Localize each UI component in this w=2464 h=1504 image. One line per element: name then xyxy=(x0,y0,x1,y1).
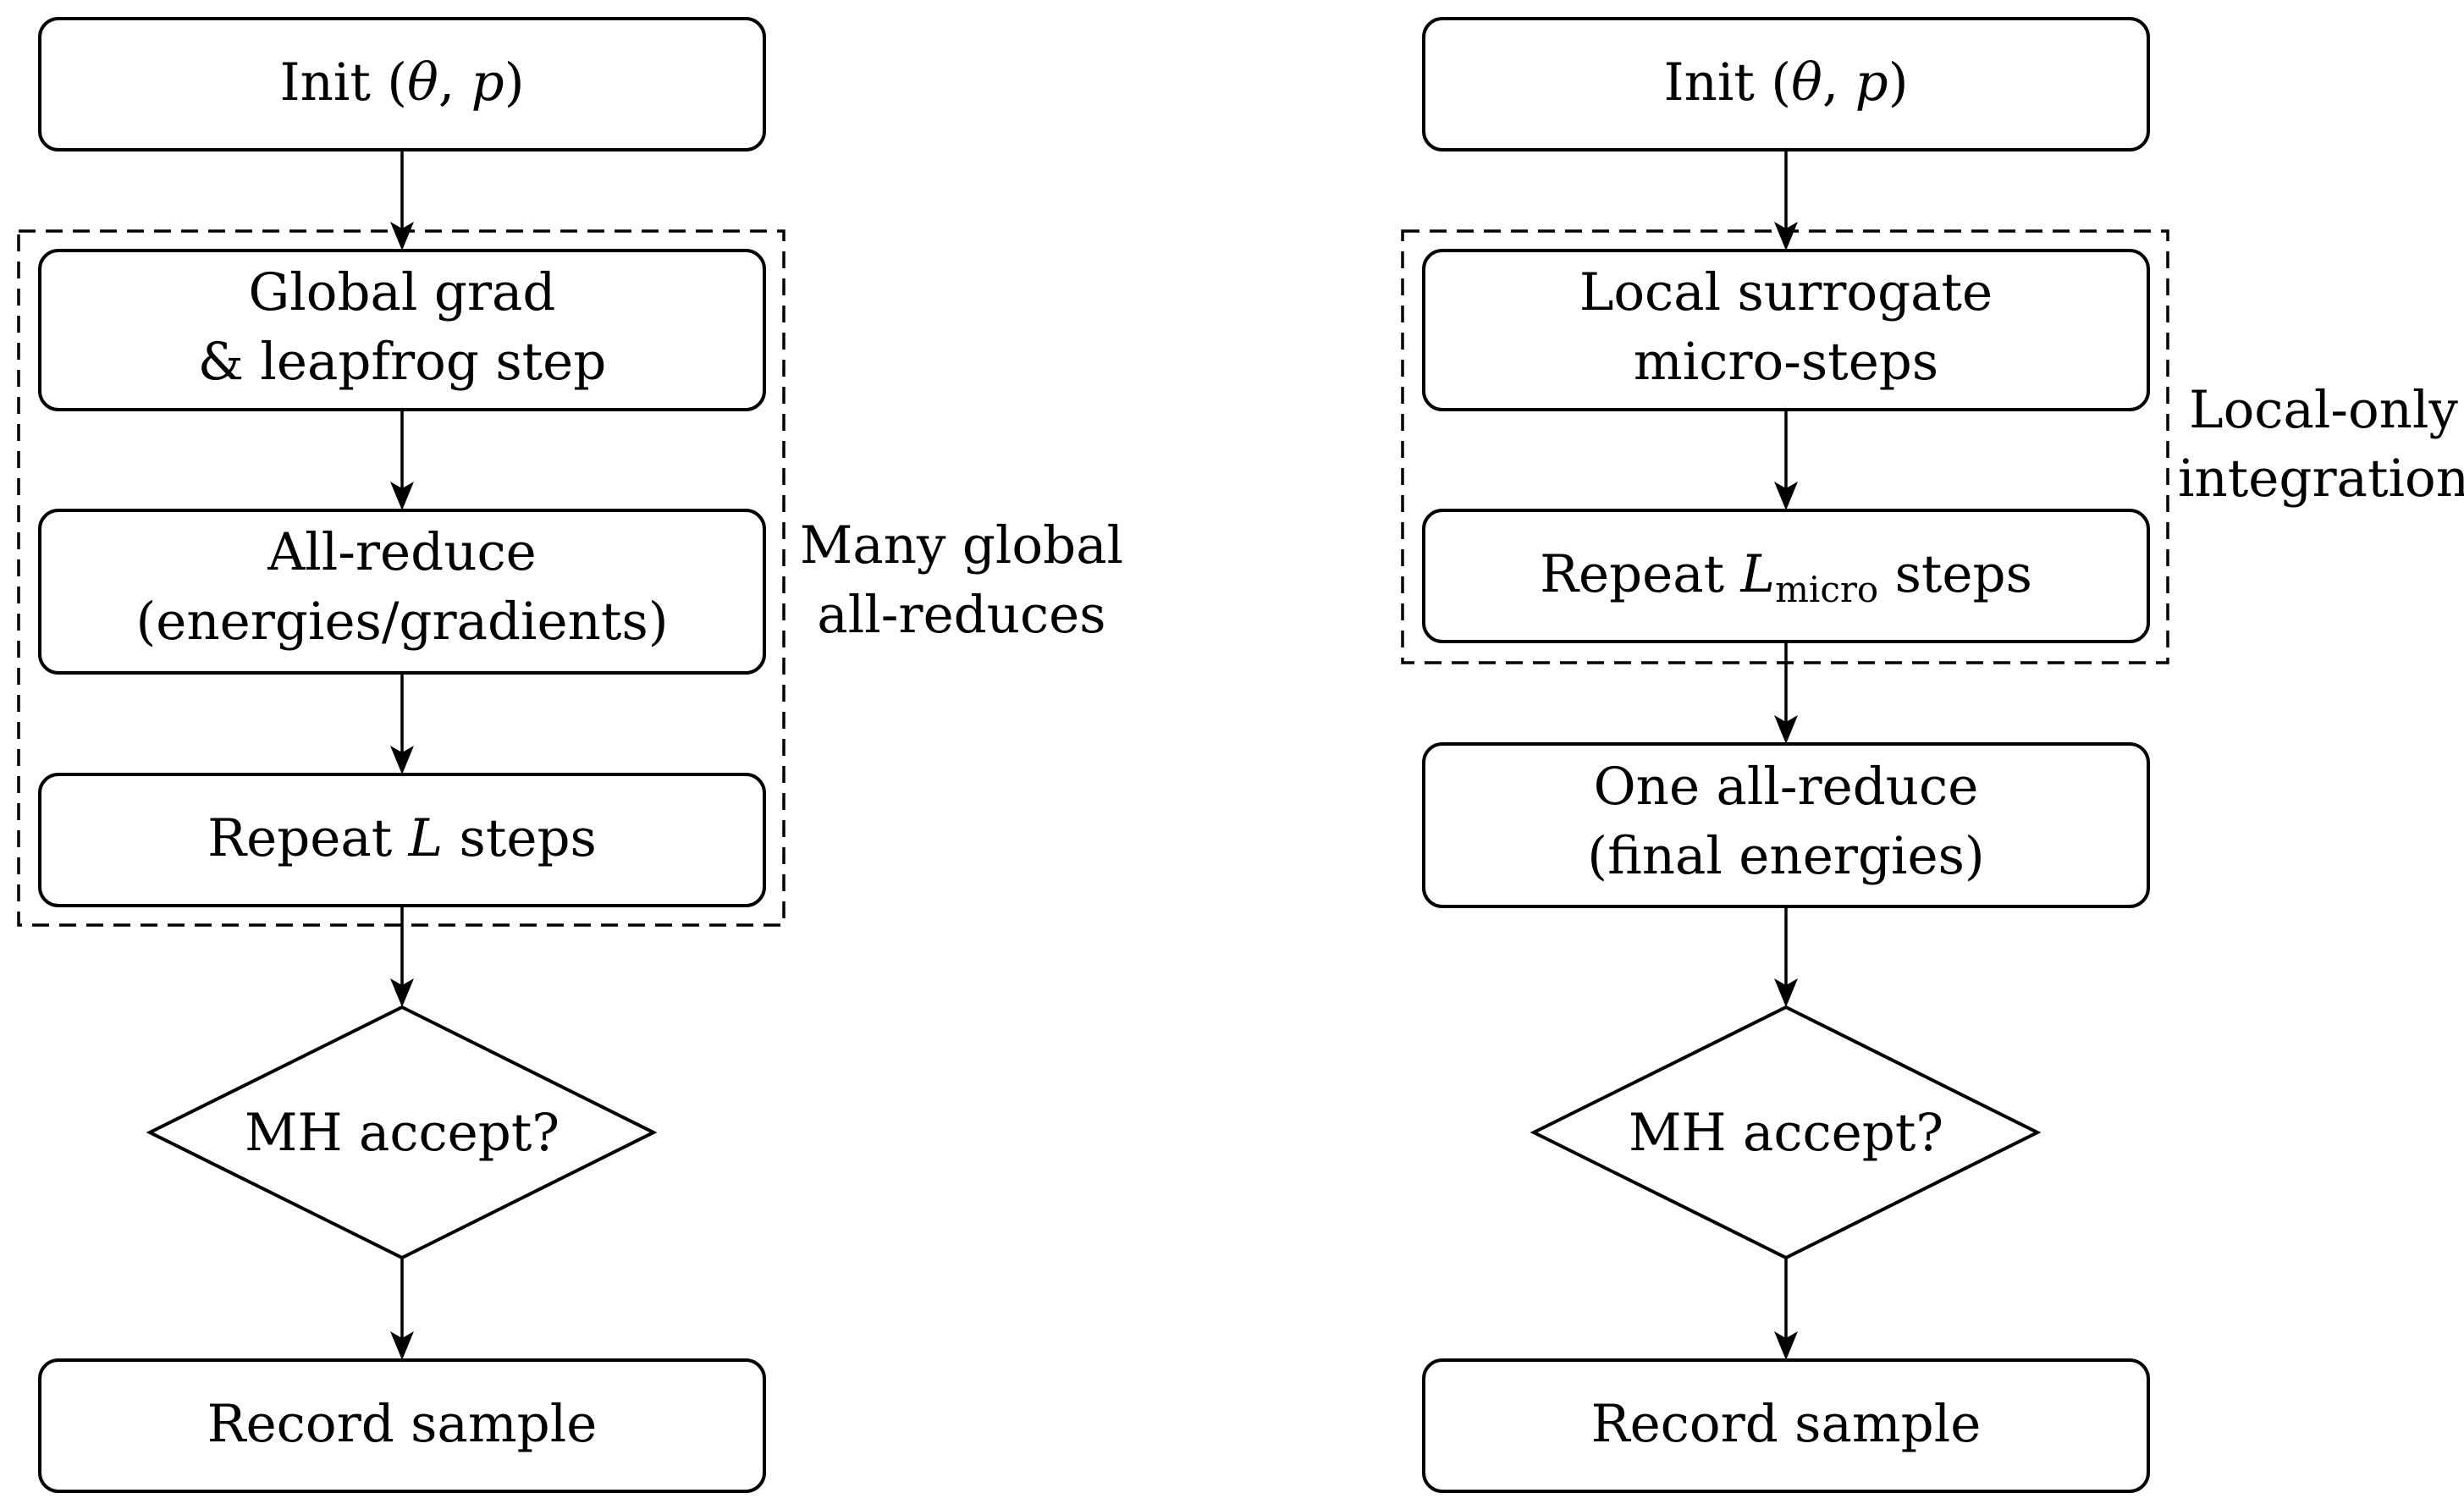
left-edge-5 xyxy=(390,1258,414,1360)
right-init-label: Init xyxy=(1664,52,1756,113)
left-repeat-text: Repeat L steps xyxy=(207,808,597,868)
right-record-label: Record sample xyxy=(1591,1394,1982,1454)
right-record-node: Record sample xyxy=(1422,1358,2150,1493)
right-all-reduce-line1: One all-reduce xyxy=(1594,757,1979,817)
left-decision-node: MH accept? xyxy=(146,1005,658,1260)
left-init-comma: , xyxy=(438,52,471,113)
right-surrogate-node: Local surrogate micro-steps xyxy=(1422,249,2150,411)
right-repeat-node: Repeat Lmicro steps xyxy=(1422,509,2150,643)
left-all-reduce-line1: All-reduce xyxy=(267,522,537,582)
right-repeat-var: L xyxy=(1740,544,1776,604)
left-decision-label: MH accept? xyxy=(245,1103,559,1163)
right-decision-label: MH accept? xyxy=(1629,1103,1943,1163)
left-group-label-line1: Many global xyxy=(800,515,1123,576)
left-grad-step-line1: Global grad xyxy=(249,262,556,322)
right-init-comma: , xyxy=(1822,52,1855,113)
right-group-label-line2: integration xyxy=(2178,449,2464,509)
left-group-label-line2: all-reduces xyxy=(817,585,1105,645)
left-edge-4 xyxy=(390,906,414,1007)
right-surrogate-line2: micro-steps xyxy=(1634,332,1938,392)
right-all-reduce-node: One all-reduce (final energies) xyxy=(1422,742,2150,908)
right-init-text: Init (θ, p) xyxy=(1664,52,1909,113)
right-edge-5 xyxy=(1774,1258,1798,1360)
right-surrogate-line1: Local surrogate xyxy=(1579,262,1993,322)
left-init-p: p xyxy=(471,52,504,113)
left-init-node: Init (θ, p) xyxy=(38,17,766,152)
left-repeat-prefix: Repeat xyxy=(207,808,408,868)
left-edge-1 xyxy=(390,150,414,251)
right-repeat-text: Repeat Lmicro steps xyxy=(1540,544,2032,610)
right-repeat-prefix: Repeat xyxy=(1540,544,1740,604)
right-group-label-line1: Local-only xyxy=(2189,380,2458,440)
right-init-paren-open: ( xyxy=(1771,52,1791,113)
left-grad-step-line2: & leapfrog step xyxy=(198,332,607,392)
right-edge-3 xyxy=(1774,642,1798,744)
left-all-reduce-line2: (energies/gradients) xyxy=(135,592,668,652)
left-repeat-suffix: steps xyxy=(443,808,597,868)
right-flow: Local-only integration Init (θ, p) Local… xyxy=(1401,17,2464,1493)
right-edge-4 xyxy=(1774,906,1798,1007)
left-edge-2 xyxy=(390,410,414,510)
left-grad-step-node: Global grad & leapfrog step xyxy=(38,249,766,411)
right-repeat-sub: micro xyxy=(1775,569,1878,610)
right-repeat-suffix: steps xyxy=(1878,544,2032,604)
left-init-paren-open: ( xyxy=(387,52,407,113)
right-edge-1 xyxy=(1774,150,1798,251)
left-all-reduce-node: All-reduce (energies/gradients) xyxy=(38,509,766,675)
left-edge-3 xyxy=(390,673,414,774)
left-init-text: Init (θ, p) xyxy=(280,52,525,113)
right-init-theta: θ xyxy=(1791,52,1822,113)
right-all-reduce-line2: (final energies) xyxy=(1587,826,1984,886)
left-flow: Many global all-reduces Init (θ, p) Glob… xyxy=(17,17,1123,1493)
right-edge-2 xyxy=(1774,410,1798,510)
left-repeat-node: Repeat L steps xyxy=(38,773,766,907)
left-init-theta: θ xyxy=(407,52,438,113)
right-init-node: Init (θ, p) xyxy=(1422,17,2150,152)
right-init-paren-close: ) xyxy=(1888,52,1909,113)
left-init-paren-close: ) xyxy=(504,52,525,113)
left-record-label: Record sample xyxy=(207,1394,598,1454)
right-decision-node: MH accept? xyxy=(1530,1005,2042,1260)
left-record-node: Record sample xyxy=(38,1358,766,1493)
left-repeat-var: L xyxy=(408,808,444,868)
left-init-label: Init xyxy=(280,52,372,113)
right-init-p: p xyxy=(1855,52,1888,113)
